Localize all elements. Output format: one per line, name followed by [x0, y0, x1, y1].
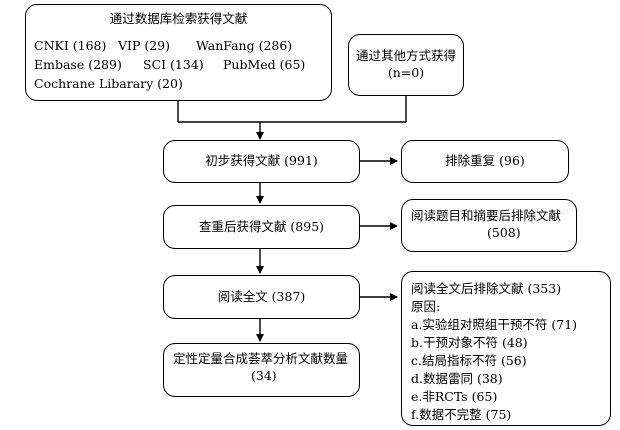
reason-item: d.数据雷同 (38) [411, 371, 503, 386]
fulltext-read-box: 阅读全文 (387) [163, 275, 360, 319]
title-abstract-excluded-count: (508) [487, 224, 521, 240]
title-abstract-excluded-box: 阅读题目和摘要后排除文献 (508) [401, 199, 577, 252]
fulltext-excluded-title: 阅读全文后排除文献 (353) [411, 281, 562, 296]
source-cnki: CNKI (168) [34, 38, 107, 53]
source-embase: Embase (289) [34, 57, 122, 72]
database-search-box: 通过数据库检索获得文献 CNKI (168) VIP (29) WanFang … [25, 4, 332, 101]
final-included-box: 定性定量合成荟萃分析文献数量 (34) [163, 343, 360, 397]
reason-label: 原因: [411, 299, 441, 314]
other-sources-label: 通过其他方式获得 [355, 48, 456, 64]
reason-item: a.实验组对照组干预不符 (71) [411, 317, 578, 332]
other-sources-box: 通过其他方式获得 (n=0) [348, 34, 464, 96]
reason-item: e.非RCTs (65) [411, 389, 498, 404]
fulltext-read-label: 阅读全文 (387) [217, 288, 306, 304]
reason-item: b.干预对象不符 (48) [411, 335, 528, 350]
source-vip: VIP (29) [118, 38, 171, 53]
final-included-label: 定性定量合成荟萃分析文献数量 [173, 351, 349, 366]
source-pubmed: PubMed (65) [223, 57, 306, 72]
title-abstract-excluded-label: 阅读题目和摘要后排除文献 [411, 208, 562, 223]
deduplicated-records-label: 查重后获得文献 (895) [198, 218, 325, 234]
initial-records-label: 初步获得文献 (991) [205, 153, 318, 169]
deduplicated-records-box: 查重后获得文献 (895) [163, 205, 360, 249]
final-included-count: (34) [251, 367, 277, 383]
reason-item: f.数据不完整 (75) [411, 407, 512, 422]
duplicates-excluded-label: 排除重复 (96) [445, 153, 525, 169]
source-sci: SCI (134) [143, 57, 204, 72]
reason-item: c.结局指标不符 (56) [411, 353, 527, 368]
initial-records-box: 初步获得文献 (991) [163, 140, 360, 183]
other-sources-count: (n=0) [387, 65, 425, 80]
source-cochrane: Cochrane Libarary (20) [34, 76, 183, 91]
duplicates-excluded-box: 排除重复 (96) [401, 140, 569, 183]
source-wanfang: WanFang (286) [196, 38, 293, 53]
fulltext-excluded-box: 阅读全文后排除文献 (353) 原因: a.实验组对照组干预不符 (71) b.… [401, 271, 611, 426]
database-search-title: 通过数据库检索获得文献 [109, 11, 248, 26]
